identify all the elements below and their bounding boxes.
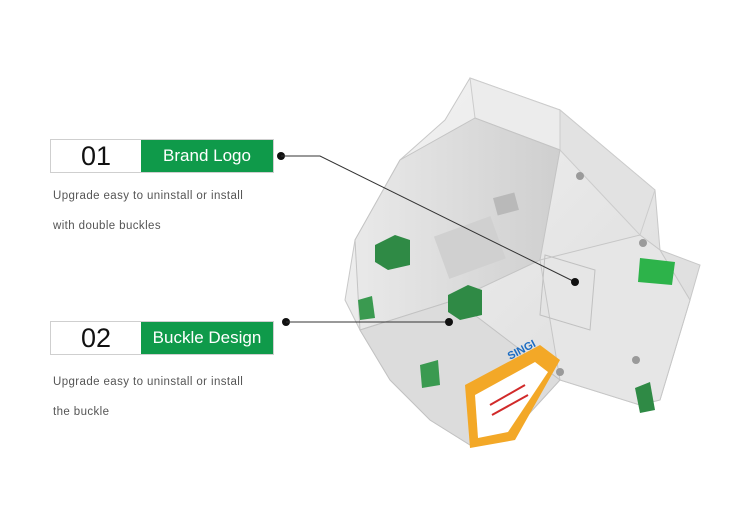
- feature-description-brand-logo: Upgrade easy to uninstall or install wit…: [53, 181, 293, 241]
- leader-lines: [277, 152, 579, 326]
- feature-desc-line: with double buckles: [53, 220, 161, 232]
- breaker-body: [344, 77, 701, 448]
- feature-title: Brand Logo: [141, 140, 273, 172]
- feature-desc-line: Upgrade easy to uninstall or install: [53, 376, 244, 388]
- feature-desc-line: Upgrade easy to uninstall or install: [53, 190, 244, 202]
- feature-number: 02: [51, 322, 141, 354]
- feature-title: Buckle Design: [141, 322, 273, 354]
- feature-desc-line: the buckle: [53, 406, 110, 418]
- feature-number: 01: [51, 140, 141, 172]
- feature-label-brand-logo: 01 Brand Logo: [50, 139, 274, 173]
- feature-label-buckle-design: 02 Buckle Design: [50, 321, 274, 355]
- feature-description-buckle-design: Upgrade easy to uninstall or install the…: [53, 367, 293, 427]
